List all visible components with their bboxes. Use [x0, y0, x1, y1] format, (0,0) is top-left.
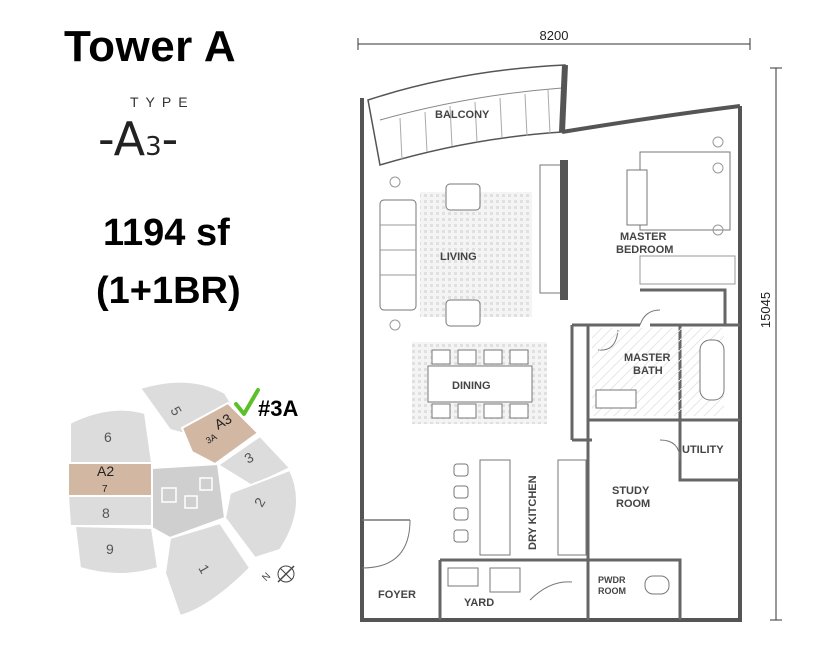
keyplan-a2-unit: 7: [102, 484, 108, 495]
floor-plan: 8200 15045 BALCONY: [357, 28, 782, 622]
unit-bedrooms: (1+1BR): [96, 270, 241, 312]
room-label-utility: UTILITY: [682, 444, 724, 456]
room-label-master-bath-1: MASTER: [624, 352, 671, 364]
width-dimension: 8200: [540, 28, 569, 43]
room-label-dining: DINING: [452, 380, 491, 392]
keyplan-a3-label: A3: [212, 410, 235, 433]
room-label-balcony: BALCONY: [435, 109, 490, 121]
keyplan-unit-a3: [180, 401, 260, 466]
unit-type-code: -A3-: [98, 112, 178, 166]
type-word: TYPE: [130, 94, 195, 110]
room-label-living: LIVING: [440, 251, 477, 263]
interior-walls: [438, 288, 740, 620]
keyplan-unit-8-label: 8: [102, 505, 110, 521]
type-dash-right: -: [161, 112, 179, 166]
room-label-yard: YARD: [464, 597, 494, 609]
compass-icon: N: [260, 565, 295, 584]
room-label-study-2: ROOM: [616, 498, 650, 510]
key-plan: 5 6 A2 7 8 9 A3 3A 3 2 1 #3A N: [66, 380, 299, 618]
keyplan-unit-9-label: 9: [106, 541, 114, 557]
type-dash-left: -: [98, 112, 114, 166]
check-icon: [234, 388, 260, 416]
width-dimension-line: [357, 38, 751, 50]
keyplan-unit-6-label: 6: [104, 429, 112, 445]
room-label-master-bedroom-1: MASTER: [620, 231, 667, 243]
outer-walls: [360, 98, 742, 622]
type-number: 3: [145, 132, 162, 162]
compass-label: N: [260, 571, 273, 584]
keyplan-unit-6: [69, 408, 154, 464]
height-dimension: 15045: [758, 292, 773, 328]
unit-area: 1194 sf: [103, 212, 230, 254]
room-label-foyer: FOYER: [378, 589, 416, 601]
tower-title: Tower A: [64, 22, 237, 71]
room-label-pwdr-2: ROOM: [598, 586, 626, 596]
keyplan-a2-label: A2: [97, 463, 114, 479]
room-label-pwdr-1: PWDR: [598, 575, 626, 585]
keyplan-core: [151, 462, 227, 540]
keyplan-unit-1: [163, 521, 252, 618]
keyplan-unit-9: [73, 524, 160, 575]
unit-marker-label: #3A: [258, 396, 298, 421]
keyplan-unit-8: [66, 495, 153, 527]
living-rug: [420, 192, 532, 317]
light-fixture-icons: [389, 136, 724, 331]
room-label-master-bedroom-2: BEDROOM: [616, 244, 673, 256]
room-label-master-bath-2: BATH: [633, 365, 663, 377]
room-label-study-1: STUDY: [612, 485, 650, 497]
room-label-dry-kitchen: DRY KITCHEN: [527, 475, 539, 550]
keyplan-unit-3: [216, 434, 292, 488]
height-dimension-line: [770, 67, 782, 621]
keyplan-unit-2: [223, 468, 299, 560]
keyplan-a3-unit: 3A: [204, 432, 219, 446]
type-letter: A: [113, 112, 146, 166]
